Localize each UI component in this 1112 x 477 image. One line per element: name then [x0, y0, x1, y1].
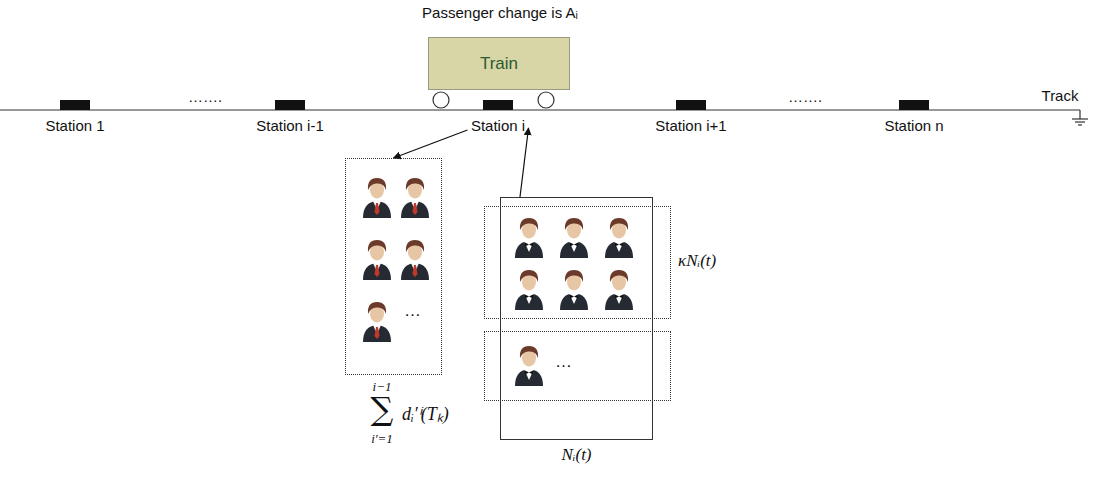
- station: Station i+1: [652, 100, 730, 138]
- station-label: Station i: [471, 117, 525, 134]
- passenger-group-box: Nᵢ(t)κNᵢ(t)…: [500, 197, 653, 440]
- station-platform: [60, 100, 90, 110]
- ellipsis: …: [404, 301, 421, 321]
- station-label: Station i-1: [256, 117, 324, 134]
- flow-arrow: [394, 130, 468, 158]
- passenger-subgroup-box: κNᵢ(t): [484, 206, 671, 319]
- station-label: Station n: [884, 117, 943, 134]
- group-label: Nᵢ(t): [561, 445, 591, 465]
- station-platform: [899, 100, 929, 110]
- passenger-subgroup-box: …: [484, 331, 671, 401]
- station: Station 1: [42, 100, 108, 138]
- station: Station n: [881, 100, 947, 138]
- track-label: Track: [1042, 87, 1079, 104]
- alighting-passengers: [363, 178, 429, 342]
- ellipsis: …: [555, 352, 572, 372]
- sum-lower-limit: i′=1: [371, 432, 393, 447]
- group-label: κNᵢ(t): [678, 251, 716, 271]
- station: Station i-1: [253, 100, 327, 138]
- passenger-subgroup-box: …: [345, 158, 442, 375]
- sum-symbol: ∑: [371, 391, 394, 428]
- station-platform: [275, 100, 305, 110]
- station-platform: [483, 100, 513, 110]
- sum-term: dᵢ′ⁱ(Tₖ): [402, 404, 449, 425]
- train-label: Train: [480, 54, 518, 74]
- station: Station i: [468, 100, 529, 138]
- boarding-passengers: [515, 218, 633, 386]
- caption-text: Passenger change is Aᵢ: [422, 4, 578, 21]
- train-box: Train: [428, 37, 570, 90]
- ellipsis: …….: [788, 88, 822, 105]
- station-label: Station i+1: [655, 117, 726, 134]
- ellipsis: …….: [188, 88, 222, 105]
- station-platform: [676, 100, 706, 110]
- flow-arrow: [520, 128, 529, 197]
- station-label: Station 1: [45, 117, 104, 134]
